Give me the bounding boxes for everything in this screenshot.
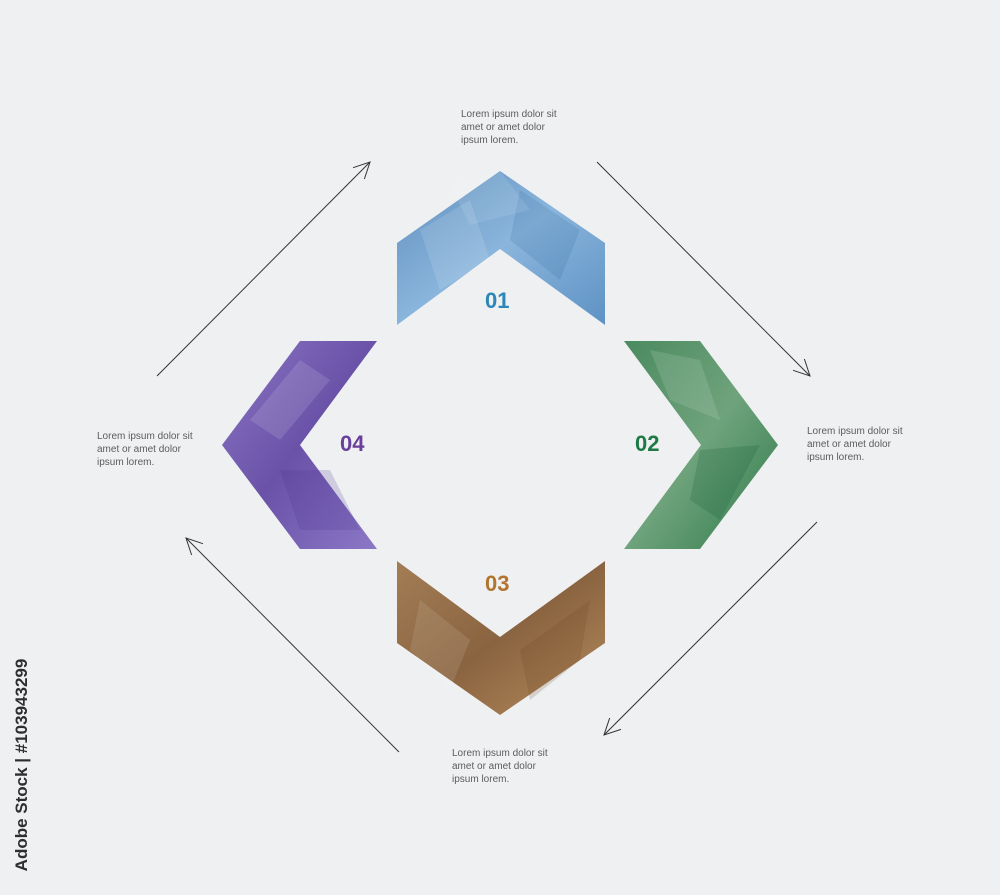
caption-line: amet or amet dolor (97, 444, 181, 455)
caption-step-04: Lorem ipsum dolor sit amet or amet dolor… (97, 430, 227, 469)
caption-line: ipsum lorem. (97, 457, 155, 468)
chevron-02 (624, 341, 778, 549)
connector-arrow-04-to-01 (156, 161, 371, 377)
caption-line: ipsum lorem. (461, 135, 519, 146)
step-number-03: 03 (485, 571, 510, 596)
connector-arrow-03-to-04 (185, 537, 400, 753)
caption-line: Lorem ipsum dolor sit (807, 426, 903, 437)
caption-line: amet or amet dolor (807, 439, 891, 450)
caption-step-02: Lorem ipsum dolor sit amet or amet dolor… (807, 425, 937, 464)
caption-step-03: Lorem ipsum dolor sit amet or amet dolor… (452, 747, 582, 786)
connector-arrow-02-to-03 (603, 521, 818, 736)
caption-line: amet or amet dolor (461, 122, 545, 133)
caption-line: Lorem ipsum dolor sit (452, 748, 548, 759)
caption-step-01: Lorem ipsum dolor sit amet or amet dolor… (461, 108, 591, 147)
step-number-02: 02 (635, 431, 660, 456)
caption-line: Lorem ipsum dolor sit (97, 431, 193, 442)
caption-line: amet or amet dolor (452, 761, 536, 772)
connector-arrow-01-to-02 (596, 161, 811, 377)
stock-watermark: Adobe Stock | #103943299 (12, 650, 32, 880)
caption-line: Lorem ipsum dolor sit (461, 109, 557, 120)
caption-line: ipsum lorem. (452, 774, 510, 785)
chevron-01 (397, 171, 605, 325)
step-number-01: 01 (485, 288, 510, 313)
step-number-04: 04 (340, 431, 365, 456)
watermark-text: Adobe Stock | #103943299 (12, 658, 31, 872)
chevron-03 (397, 561, 605, 715)
chevron-04 (222, 341, 377, 549)
caption-line: ipsum lorem. (807, 452, 865, 463)
